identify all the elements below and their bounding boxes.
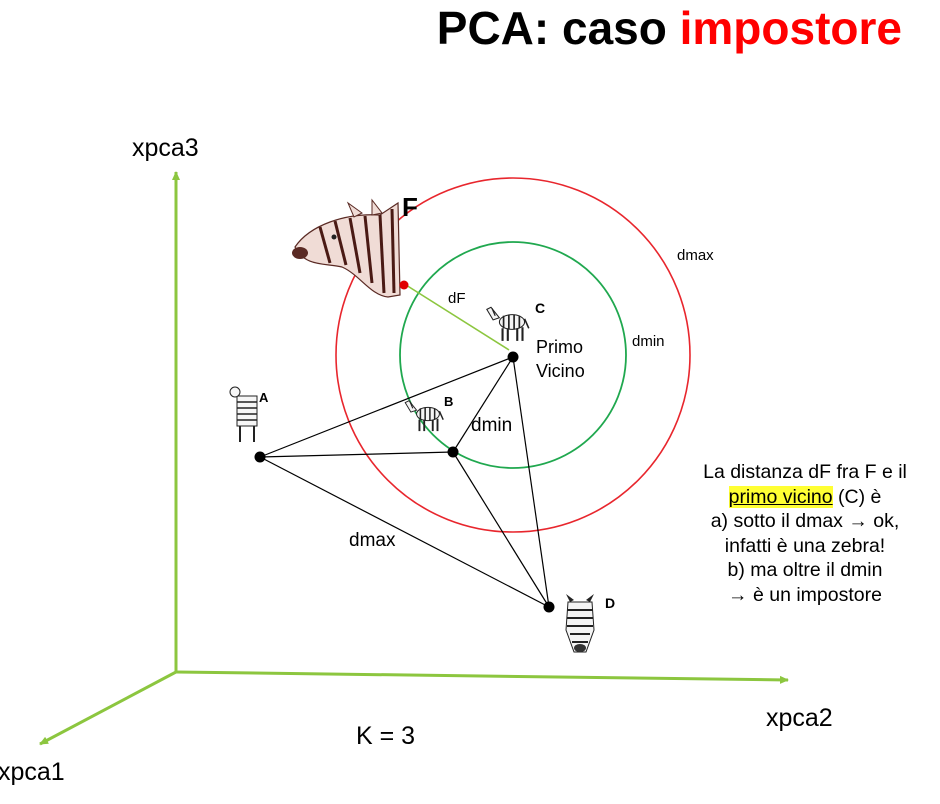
k-label: K = 3 <box>356 722 415 750</box>
point-c <box>507 351 519 363</box>
dmin-circle <box>399 241 627 469</box>
point-label-b: B <box>444 394 453 409</box>
impostor-zebra-icon <box>292 198 401 298</box>
note-highlight: primo vicino <box>728 485 833 508</box>
point-d <box>543 601 555 613</box>
note-line-3: a) sotto il dmax → ok, <box>710 510 900 532</box>
axis-label-xpca3: xpca3 <box>132 134 199 162</box>
axis-xpca2 <box>175 670 789 684</box>
primo-vicino-line1: Primo <box>536 337 583 357</box>
title-highlight: impostore <box>679 2 902 54</box>
df-arrow <box>405 284 510 351</box>
title-prefix: PCA: caso <box>436 2 680 54</box>
edge-b-d <box>452 451 550 608</box>
point-label-f: F <box>402 192 418 222</box>
df-label: dF <box>448 290 466 307</box>
point-b <box>447 446 459 458</box>
edge-a-c <box>259 356 514 458</box>
note-line-2: primo vicino (C) è <box>680 485 930 510</box>
edge-c-d <box>512 356 550 608</box>
axis-label-xpca1: xpca1 <box>0 758 65 786</box>
zebra-c-icon <box>485 306 530 342</box>
point-label-a: A <box>259 390 269 405</box>
edge-b-c <box>452 356 514 453</box>
note-line-6: → è un impostore <box>728 583 882 606</box>
explanation-note: La distanza dF fra F e il primo vicino (… <box>680 460 930 607</box>
edge-a-b <box>259 451 454 458</box>
point-f <box>399 280 409 290</box>
zebra-d-icon <box>565 594 595 653</box>
note-line-1: La distanza dF fra F e il <box>703 461 907 483</box>
point-label-d: D <box>605 595 615 611</box>
dmax-triangle-label: dmax <box>349 530 396 551</box>
dmin-triangle-label: dmin <box>471 415 512 436</box>
primo-vicino-line2: Vicino <box>536 361 585 381</box>
zebra-b-icon <box>404 399 445 433</box>
point-a <box>254 451 266 463</box>
note-line-2-rest: (C) è <box>832 485 882 508</box>
axis-label-xpca2: xpca2 <box>766 704 833 732</box>
dmax-circle-label: dmax <box>677 247 714 264</box>
edge-a-d <box>259 456 550 608</box>
page-title: PCA: caso impostore <box>437 4 902 52</box>
dmax-circle <box>335 177 691 533</box>
note-line-5: b) ma oltre il dmin <box>727 559 883 581</box>
point-label-c: C <box>535 300 545 316</box>
axis-xpca1 <box>39 670 177 746</box>
zebra-a-icon <box>229 386 258 442</box>
dmin-circle-label: dmin <box>632 333 665 350</box>
note-line-4: infatti è una zebra! <box>724 534 886 557</box>
